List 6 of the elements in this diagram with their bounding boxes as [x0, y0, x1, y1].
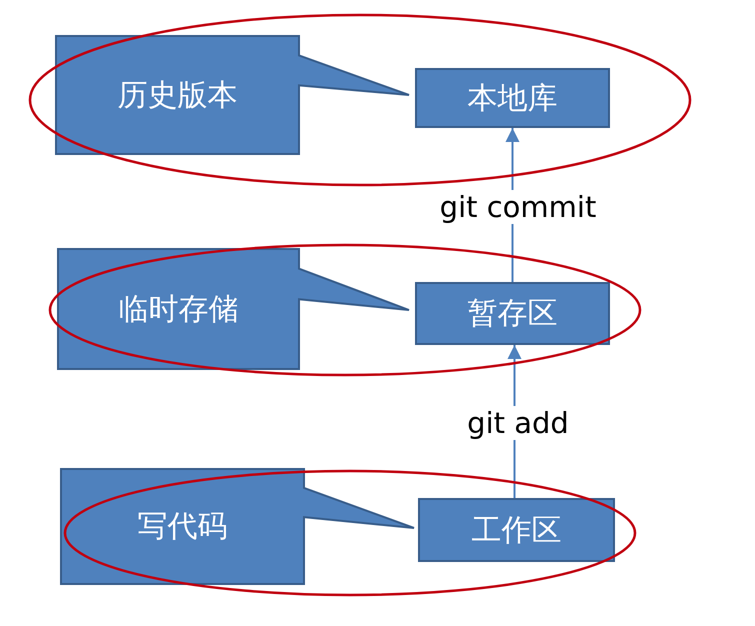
process-box: 工作区: [418, 498, 615, 562]
process-box: 本地库: [415, 68, 610, 128]
process-box: 暂存区: [415, 282, 610, 345]
callout-box: 历史版本: [55, 35, 410, 155]
callout-box: 临时存储: [57, 248, 410, 370]
callout-box: 写代码: [60, 468, 415, 585]
